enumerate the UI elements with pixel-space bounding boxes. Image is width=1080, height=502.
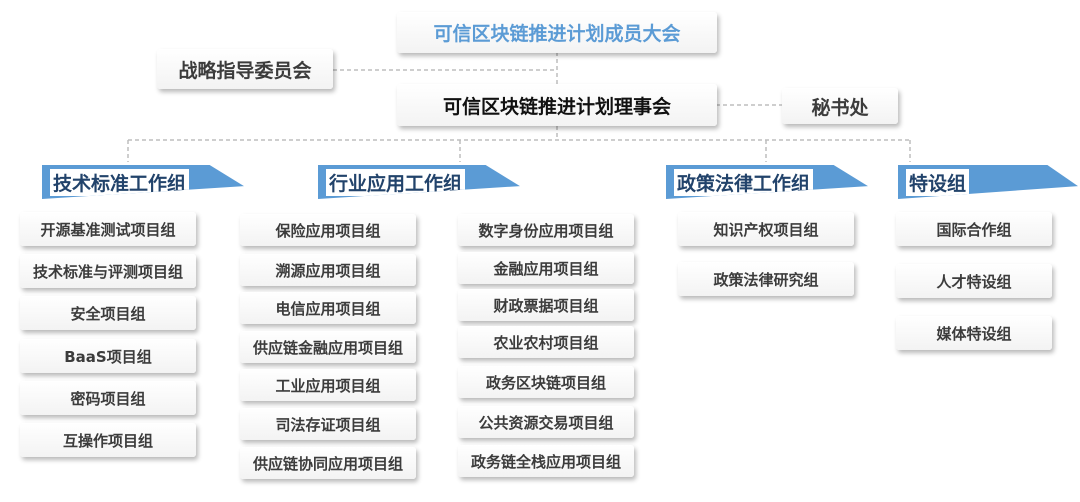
council-box: 可信区块链推进计划理事会 <box>397 84 717 126</box>
group-title: 行业应用工作组 <box>326 168 466 196</box>
project-group-label: 媒体特设组 <box>936 324 1012 343</box>
group-title: 特设组 <box>906 168 970 196</box>
project-group-label: 开源基准测试项目组 <box>40 220 176 239</box>
project-group-label: 技术标准与评测项目组 <box>32 262 183 281</box>
council-label: 可信区块链推进计划理事会 <box>442 95 671 118</box>
project-group-box: 保险应用项目组 <box>240 214 416 246</box>
project-group-label: 保险应用项目组 <box>275 221 381 240</box>
project-group-box: 密码项目组 <box>20 381 196 415</box>
secretariat-box: 秘书处 <box>782 88 898 124</box>
project-group-label: 溯源应用项目组 <box>275 261 381 280</box>
project-group-box: 公共资源交易项目组 <box>458 406 634 438</box>
strategy-committee-label: 战略指导委员会 <box>178 59 312 82</box>
project-group-box: 溯源应用项目组 <box>240 254 416 286</box>
project-group-box: 政策法律研究组 <box>678 262 854 296</box>
secretariat-label: 秘书处 <box>811 96 869 119</box>
project-group-label: 数字身份应用项目组 <box>478 221 614 240</box>
group-banner-tech-standards: 技术标准工作组 <box>42 165 244 199</box>
project-group-box: 安全项目组 <box>20 296 196 330</box>
project-group-box: 司法存证项目组 <box>240 408 416 440</box>
project-group-label: 知识产权项目组 <box>713 220 819 239</box>
project-group-box: 技术标准与评测项目组 <box>20 254 196 288</box>
group-banner-industry-apps: 行业应用工作组 <box>318 165 520 199</box>
assembly-label: 可信区块链推进计划成员大会 <box>433 23 681 45</box>
group-title: 技术标准工作组 <box>50 168 190 196</box>
project-group-label: 公共资源交易项目组 <box>478 413 614 432</box>
project-group-box: 政务链全栈应用项目组 <box>458 445 634 477</box>
project-group-label: 密码项目组 <box>70 389 146 408</box>
project-group-label: 政务链全栈应用项目组 <box>470 452 621 471</box>
project-group-box: 知识产权项目组 <box>678 212 854 246</box>
project-group-box: 供应链金融应用项目组 <box>240 331 416 363</box>
project-group-label: 电信应用项目组 <box>275 299 381 318</box>
project-group-box: 国际合作组 <box>896 212 1052 246</box>
project-group-box: 媒体特设组 <box>896 316 1052 350</box>
project-group-box: 政务区块链项目组 <box>458 366 634 398</box>
project-group-label: 金融应用项目组 <box>493 259 599 278</box>
project-group-box: 互操作项目组 <box>20 423 196 457</box>
project-group-box: 金融应用项目组 <box>458 252 634 284</box>
project-group-label: 安全项目组 <box>70 304 146 323</box>
project-group-label: 农业农村项目组 <box>493 333 599 352</box>
project-group-label: BaaS项目组 <box>64 347 152 366</box>
group-title: 政策法律工作组 <box>674 168 814 196</box>
project-group-label: 供应链金融应用项目组 <box>252 338 403 357</box>
project-group-box: BaaS项目组 <box>20 339 196 373</box>
project-group-label: 工业应用项目组 <box>275 376 381 395</box>
project-group-label: 互操作项目组 <box>62 431 153 450</box>
project-group-box: 财政票据项目组 <box>458 289 634 321</box>
project-group-box: 农业农村项目组 <box>458 326 634 358</box>
project-group-label: 政务区块链项目组 <box>485 373 606 392</box>
project-group-box: 工业应用项目组 <box>240 369 416 401</box>
project-group-box: 供应链协同应用项目组 <box>240 447 416 479</box>
project-group-label: 司法存证项目组 <box>275 415 381 434</box>
project-group-label: 财政票据项目组 <box>493 296 599 315</box>
strategy-committee-box: 战略指导委员会 <box>157 49 333 89</box>
project-group-label: 政策法律研究组 <box>713 270 819 289</box>
project-group-box: 开源基准测试项目组 <box>20 212 196 246</box>
project-group-box: 人才特设组 <box>896 264 1052 298</box>
assembly-box: 可信区块链推进计划成员大会 <box>397 12 717 53</box>
project-group-label: 国际合作组 <box>936 220 1012 239</box>
project-group-box: 数字身份应用项目组 <box>458 214 634 246</box>
project-group-label: 供应链协同应用项目组 <box>252 454 403 473</box>
project-group-label: 人才特设组 <box>936 272 1012 291</box>
project-group-box: 电信应用项目组 <box>240 292 416 324</box>
